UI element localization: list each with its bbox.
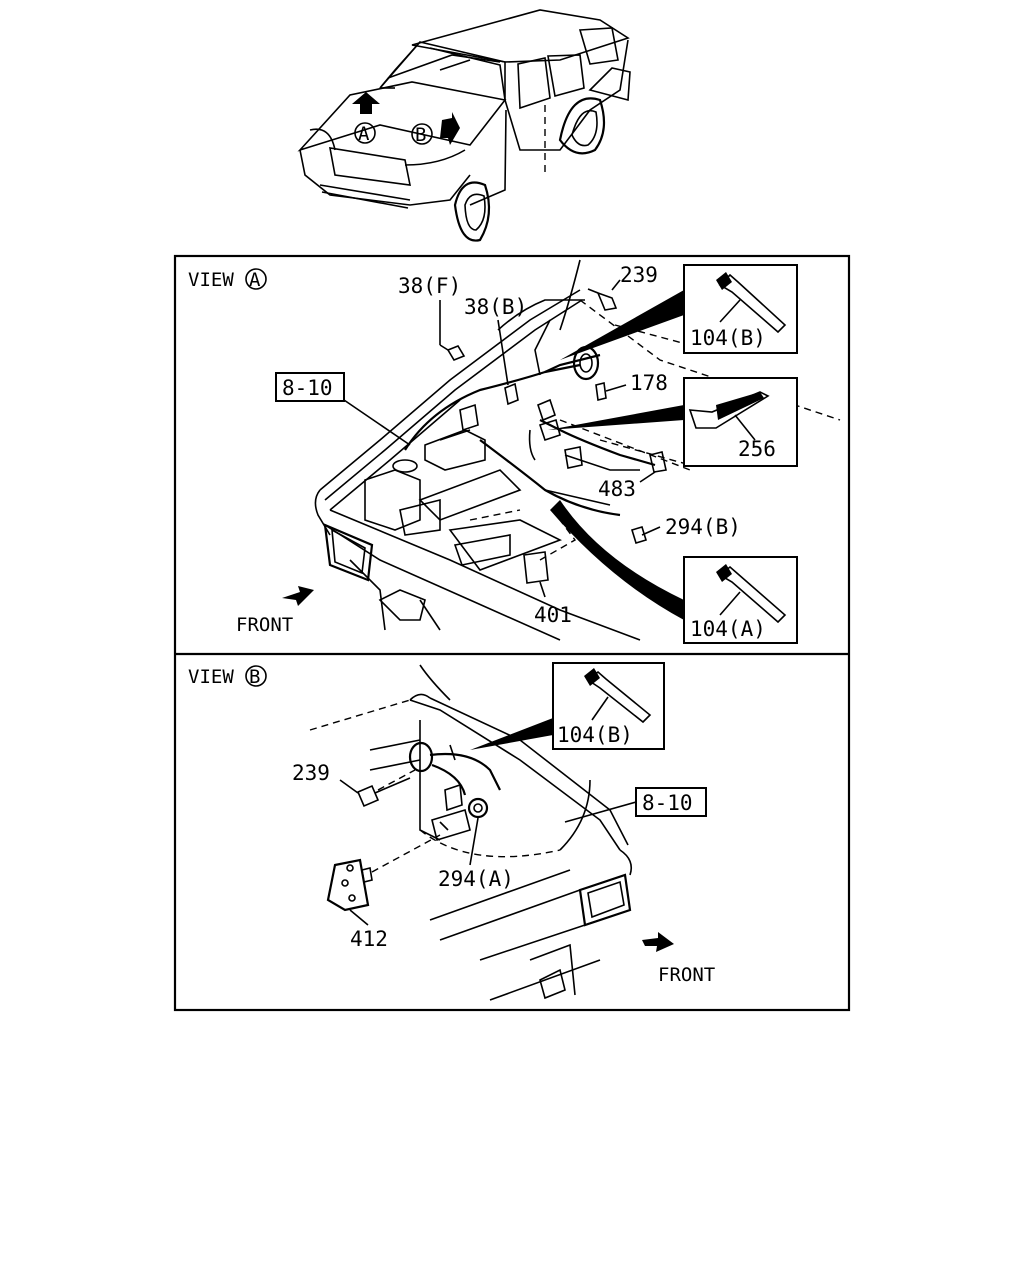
label-412: 412 xyxy=(350,927,388,951)
diagram-frame xyxy=(173,254,851,1012)
view-b-marker: B xyxy=(415,124,426,146)
label-38f: 38(F) xyxy=(398,274,461,298)
label-104a: 104(A) xyxy=(690,617,766,641)
label-8-10-b: 8-10 xyxy=(642,791,693,815)
label-239-a: 239 xyxy=(620,263,658,287)
view-b-title-prefix: VIEW xyxy=(188,666,234,688)
view-a-title-letter: A xyxy=(249,269,261,291)
view-a-title-prefix: VIEW xyxy=(188,269,234,291)
label-256: 256 xyxy=(738,437,776,461)
view-a-marker: A xyxy=(358,123,370,145)
label-178: 178 xyxy=(630,371,668,395)
view-a-panel: VIEW A xyxy=(188,259,841,644)
label-294a: 294(A) xyxy=(438,867,514,891)
view-b-panel: VIEW B xyxy=(188,662,715,1001)
label-104b-b: 104(B) xyxy=(557,723,633,747)
label-483: 483 xyxy=(598,477,636,501)
label-8-10-a: 8-10 xyxy=(282,376,333,400)
label-239-b: 239 xyxy=(292,761,330,785)
label-38b-a: 38(B) xyxy=(464,295,527,319)
label-401: 401 xyxy=(534,603,572,627)
label-294b: 294(B) xyxy=(665,515,741,539)
front-label-b: FRONT xyxy=(658,964,715,986)
front-label-a: FRONT xyxy=(236,614,293,636)
vehicle-overview: A B xyxy=(297,9,631,242)
label-104b-a: 104(B) xyxy=(690,326,766,350)
view-b-title-letter: B xyxy=(249,666,260,688)
